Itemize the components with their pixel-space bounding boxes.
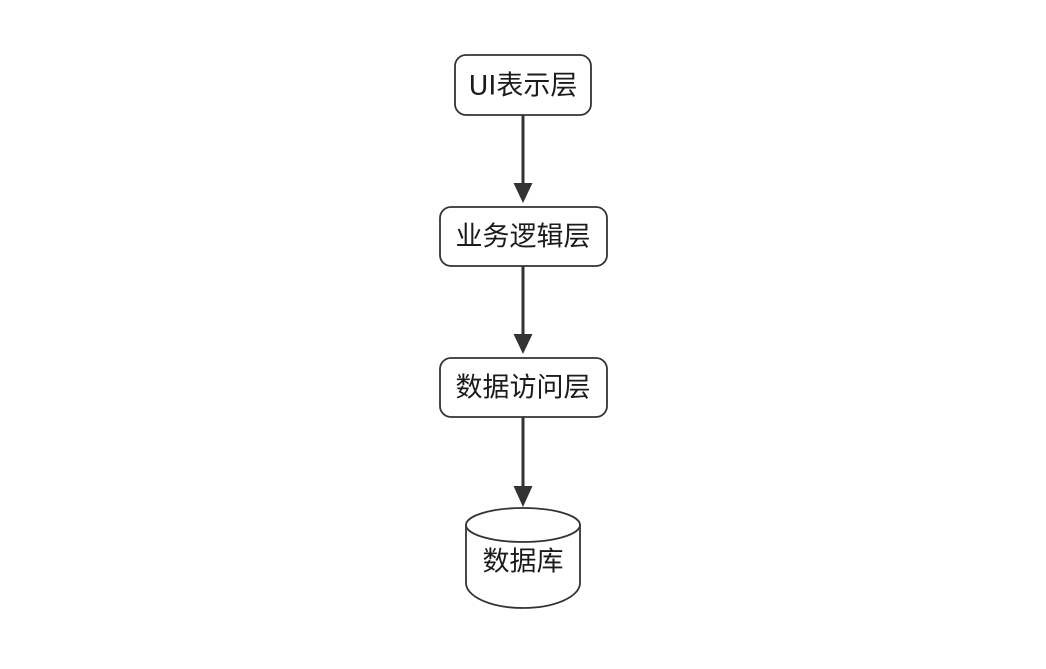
edge-data-access-to-database-arrowhead bbox=[513, 486, 533, 507]
edge-ui-to-business bbox=[513, 115, 533, 203]
node-database-label: 数据库 bbox=[483, 547, 564, 578]
node-ui-layer-label: UI表示层 bbox=[469, 71, 578, 102]
edge-business-to-data-access bbox=[513, 266, 533, 354]
edge-data-access-to-database bbox=[513, 417, 533, 507]
node-business-logic-layer-label: 业务逻辑层 bbox=[456, 222, 591, 253]
node-database-top-ellipse[interactable] bbox=[465, 507, 581, 543]
node-data-access-layer-box[interactable] bbox=[439, 357, 608, 418]
node-database[interactable]: 数据库 bbox=[465, 507, 581, 609]
edge-business-to-data-access-arrowhead bbox=[513, 334, 533, 354]
node-business-logic-layer-box[interactable] bbox=[439, 206, 608, 267]
node-ui-layer[interactable]: UI表示层 bbox=[454, 54, 592, 116]
edge-ui-to-business-arrowhead bbox=[513, 183, 533, 203]
node-database-body[interactable] bbox=[465, 524, 581, 609]
node-ui-layer-box[interactable] bbox=[454, 54, 592, 116]
node-data-access-layer-label: 数据访问层 bbox=[456, 373, 591, 404]
node-business-logic-layer[interactable]: 业务逻辑层 bbox=[439, 206, 608, 267]
node-data-access-layer[interactable]: 数据访问层 bbox=[439, 357, 608, 418]
